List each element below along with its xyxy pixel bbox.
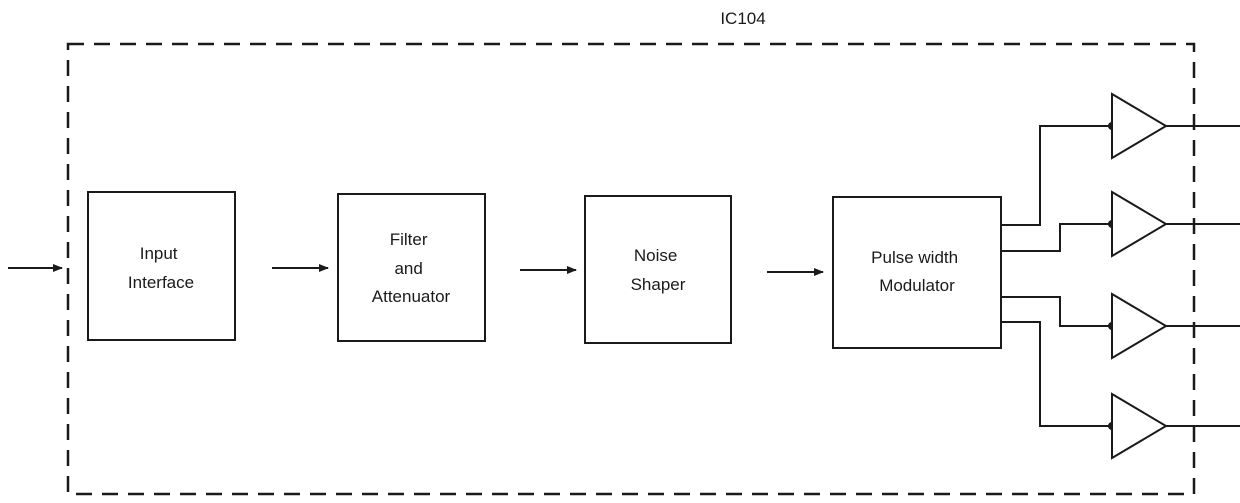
output-wire-2 — [1001, 223, 1112, 252]
input-interface-label-line-2: Interface — [128, 273, 194, 292]
filter-label-line-3: Attenuator — [372, 287, 451, 306]
output-buffer-3 — [1111, 292, 1168, 360]
svg-text:Noise Shaper: Noise Shaper — [631, 246, 686, 294]
filter-and-attenuator-block: Filter and Attenuator — [337, 193, 486, 342]
noise-shaper-block: Noise Shaper — [584, 195, 732, 344]
noise-shaper-label-line-2: Shaper — [631, 275, 686, 294]
output-wire-1 — [1001, 125, 1112, 226]
output-wire-4 — [1001, 321, 1112, 427]
pwm-label-line-1: Pulse width — [871, 248, 958, 267]
chip-label: IC104 — [720, 9, 765, 28]
noise-shaper-label-line-1: Noise — [634, 246, 677, 265]
svg-text:Pulse width Modulator: Pulse width Modulator — [871, 248, 963, 295]
pulse-width-modulator-block: Pulse width Modulator — [832, 196, 1002, 349]
pwm-label-line-2: Modulator — [879, 276, 955, 295]
filter-label-line-2: and — [394, 259, 422, 278]
input-interface-label-line-1: Input — [140, 244, 178, 263]
svg-text:Input Interface: Input Interface — [128, 244, 194, 292]
svg-text:Filter and Attenua: Filter and Attenuator — [372, 230, 451, 306]
output-buffer-4 — [1111, 392, 1168, 460]
filter-label-line-1: Filter — [390, 230, 428, 249]
output-buffer-2 — [1111, 190, 1168, 258]
chip-boundary — [66, 42, 1196, 496]
output-buffer-1 — [1111, 92, 1168, 160]
input-interface-block: Input Interface — [87, 191, 236, 341]
output-wire-3 — [1001, 296, 1112, 327]
